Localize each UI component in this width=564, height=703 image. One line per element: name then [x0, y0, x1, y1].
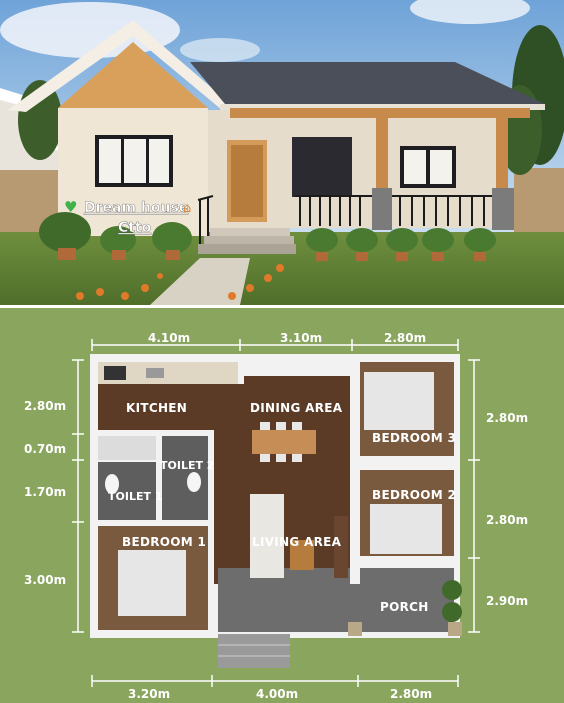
room-label-kitchen: KITCHEN [126, 401, 187, 415]
dim-left-2: 0.70m [24, 442, 66, 456]
dim-bottom-2: 4.00m [256, 687, 298, 701]
dining-chairs [260, 422, 302, 462]
kitchen-counter [98, 362, 238, 384]
gable [58, 42, 208, 108]
dim-left-1: 2.80m [24, 399, 66, 413]
window [95, 135, 456, 197]
porch-railing [197, 195, 492, 252]
dim-right-3: 2.90m [486, 594, 528, 608]
steps [210, 228, 290, 236]
flower-bed [76, 264, 284, 300]
room-label-dining: DINING AREA [250, 401, 343, 415]
sofa [250, 494, 284, 578]
dim-bottom-3: 2.80m [390, 687, 432, 701]
bed-3 [364, 372, 434, 430]
room-label-bedroom2: BEDROOM 2 [372, 488, 456, 502]
cloud [180, 38, 260, 62]
room-label-toilet2: TOILET 2 [160, 459, 214, 472]
tv-console [334, 516, 348, 578]
dim-top-2: 3.10m [280, 331, 322, 345]
potted-plants [39, 212, 496, 261]
dim-right-2: 2.80m [486, 513, 528, 527]
dining-table [252, 430, 316, 454]
dim-left-4: 3.00m [24, 573, 66, 587]
pillar [496, 116, 508, 190]
dim-top-3: 2.80m [384, 331, 426, 345]
pillar [376, 116, 388, 190]
toilet2-floor [162, 436, 208, 520]
interior-walls [98, 354, 460, 632]
planter [442, 580, 462, 600]
bed-2 [370, 504, 442, 554]
room-label-bedroom1: BEDROOM 1 [122, 535, 206, 549]
bed-1 [118, 550, 186, 616]
floor-plan: 4.10m 3.10m 2.80m 3.20m 4.00m 2.80m 2.80… [0, 308, 564, 703]
heart-icon: ♥ [64, 198, 77, 216]
kitchen-dining-floor [98, 384, 350, 432]
room-label-living: LIVING AREA [252, 535, 342, 549]
cloud [410, 0, 530, 24]
caption-title: Dream house [84, 200, 188, 216]
dim-left-3: 1.70m [24, 485, 66, 499]
dim-top-1: 4.10m [148, 331, 190, 345]
divider [0, 305, 564, 308]
dimension-lines [72, 339, 480, 687]
room-label-bedroom3: BEDROOM 3 [372, 431, 456, 445]
entry-steps [218, 634, 290, 668]
room-label-toilet1: TOILET 1 [108, 490, 162, 503]
caption-credit: Ctto [118, 220, 152, 236]
roof [190, 62, 545, 110]
toilet-fixture [187, 472, 201, 492]
house-rendering: ♥ Dream house ⌂ Ctto [0, 0, 564, 305]
house-icon: ⌂ [183, 201, 191, 216]
walkway [150, 258, 250, 305]
dim-right-1: 2.80m [486, 411, 528, 425]
toilet-fixture [105, 474, 119, 494]
room-label-porch: PORCH [380, 600, 429, 614]
dim-bottom-1: 3.20m [128, 687, 170, 701]
